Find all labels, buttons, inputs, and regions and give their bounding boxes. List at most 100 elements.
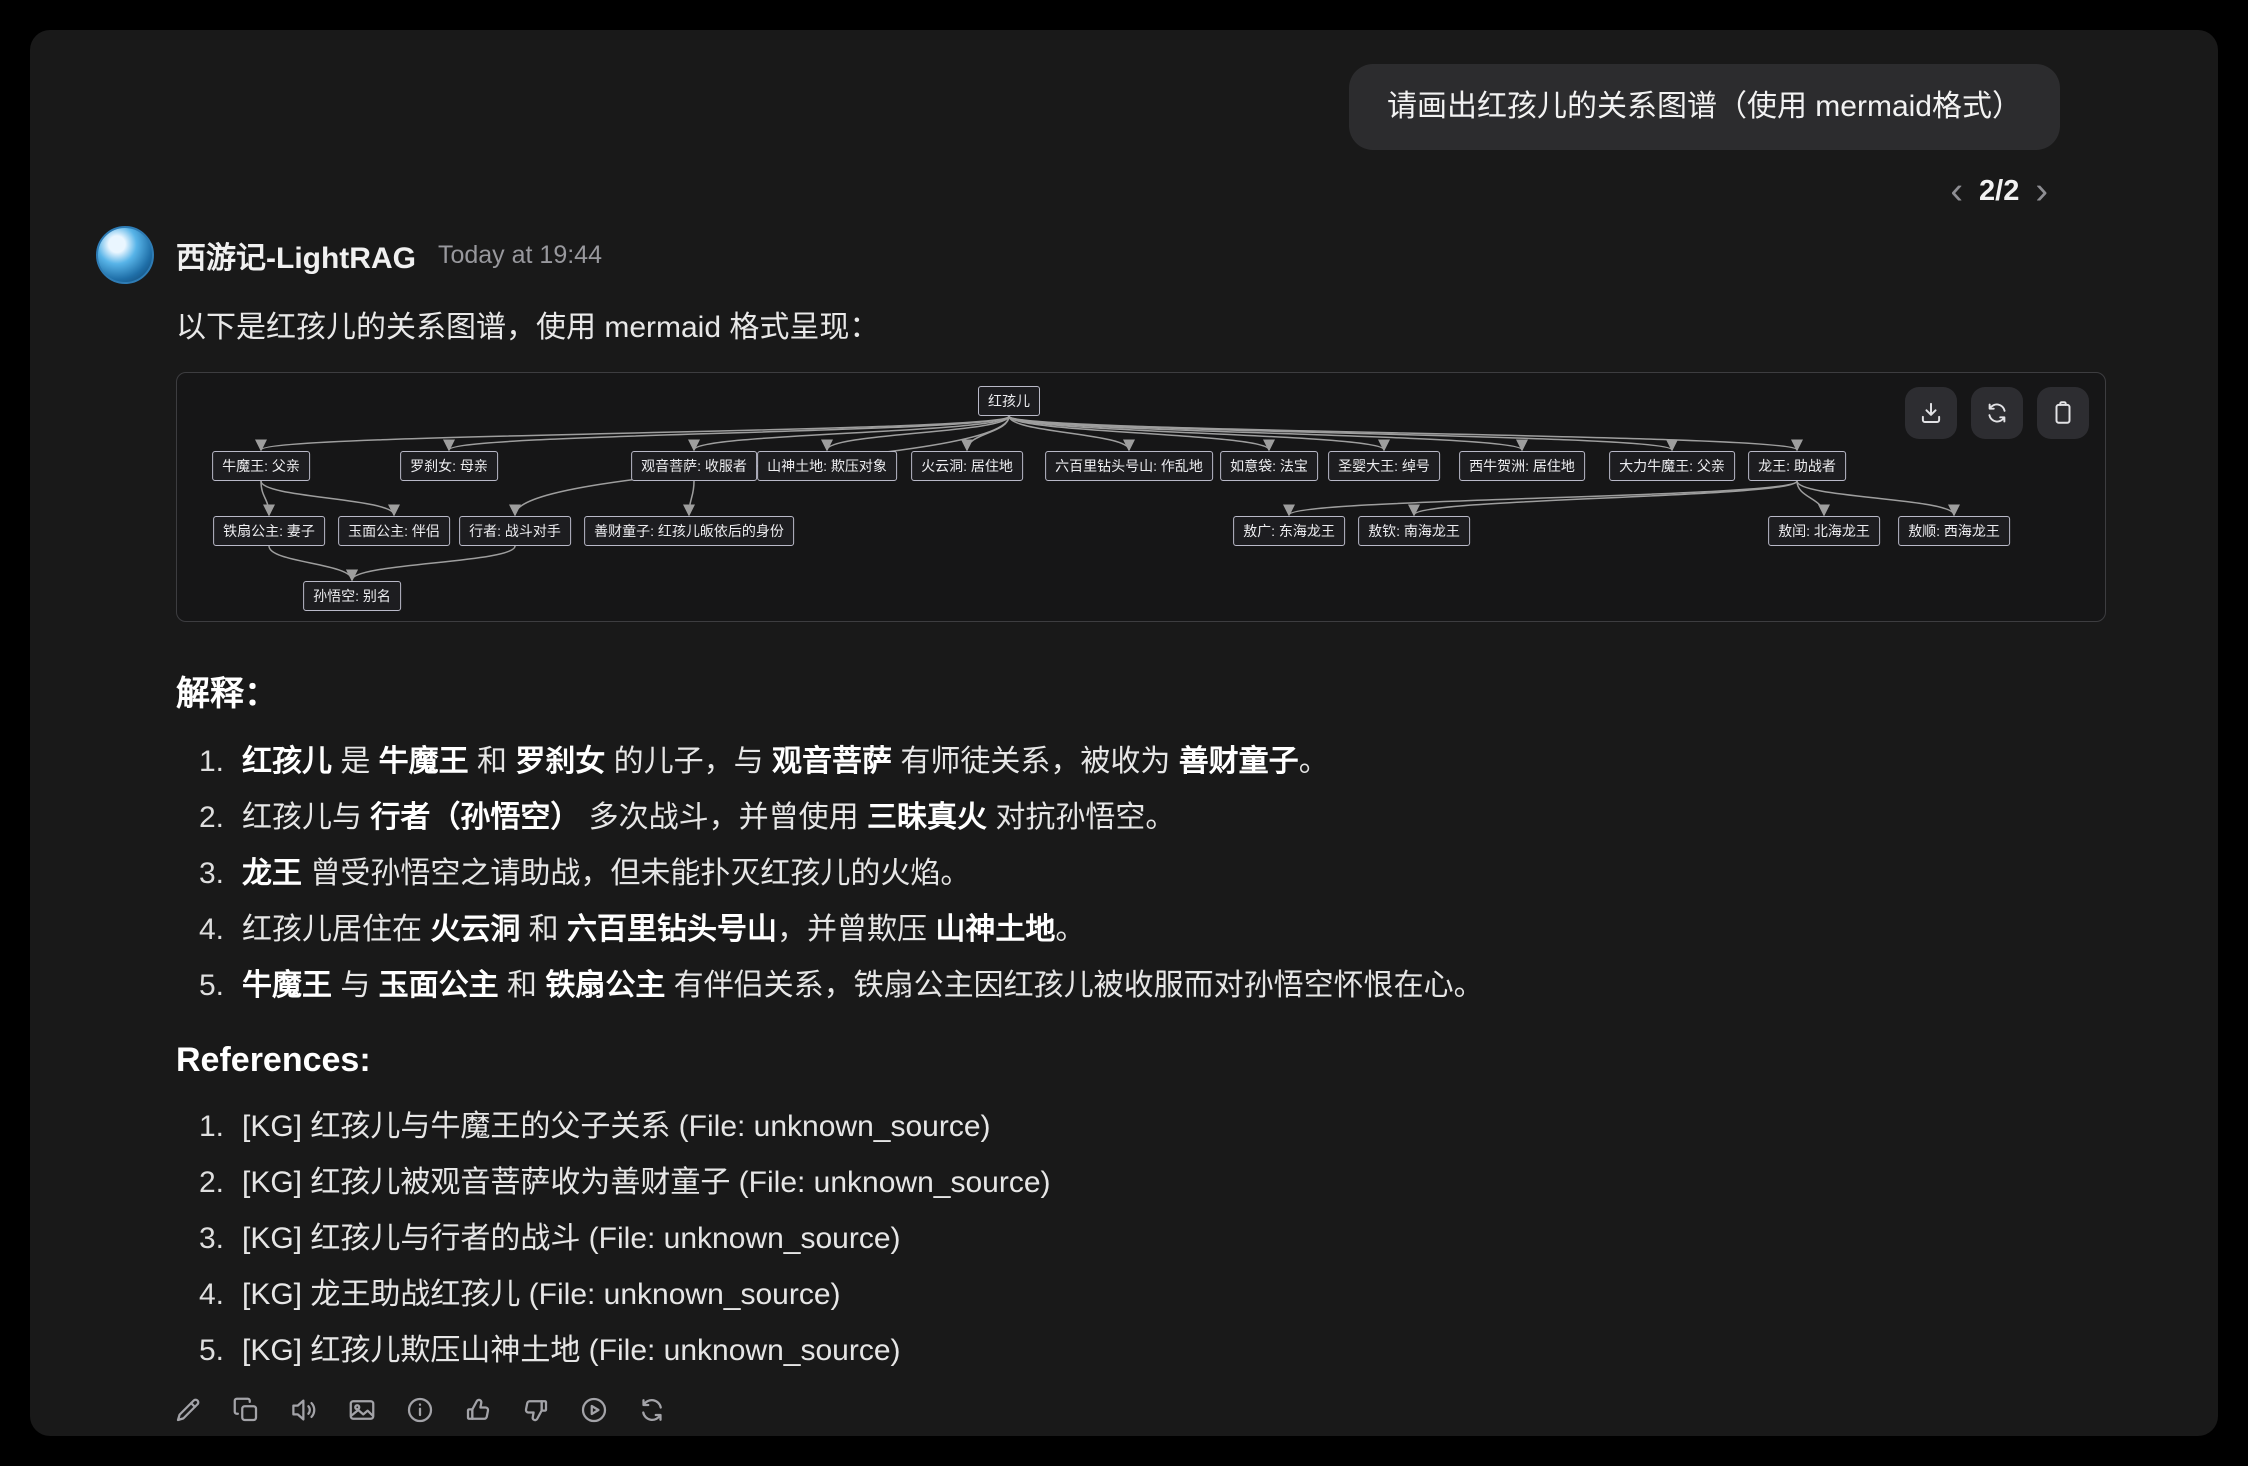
diagram-node: 罗刹女: 母亲 xyxy=(400,451,498,481)
diagram-edges xyxy=(255,415,1960,582)
user-message: 请画出红孩儿的关系图谱（使用 mermaid格式） xyxy=(1348,64,2060,150)
diagram-node: 玉面公主: 伴侣 xyxy=(338,516,450,546)
play-circle-button[interactable] xyxy=(570,1386,618,1434)
mermaid-diagram: 红孩儿牛魔王: 父亲罗刹女: 母亲观音菩萨: 收服者山神土地: 欺压对象火云洞:… xyxy=(176,372,2106,622)
diagram-canvas: 红孩儿牛魔王: 父亲罗刹女: 母亲观音菩萨: 收服者山神土地: 欺压对象火云洞:… xyxy=(177,373,2105,621)
pagination: ‹ 2/2 › xyxy=(176,172,2052,210)
diagram-node: 行者: 战斗对手 xyxy=(459,516,571,546)
download-button[interactable] xyxy=(1905,387,1957,439)
diagram-edge xyxy=(443,415,1010,452)
list-number: 3. xyxy=(198,857,224,890)
edit-button[interactable] xyxy=(164,1386,212,1434)
diagram-node: 敖闰: 北海龙王 xyxy=(1768,516,1880,546)
diagram-toolbar xyxy=(1905,387,2089,439)
diagram-edge xyxy=(1008,415,1135,452)
refresh-icon xyxy=(1984,400,2010,426)
references-item: 2. [KG] 红孩儿被观音菩萨收为善财童子 (File: unknown_sou… xyxy=(176,1162,2106,1204)
copy-icon xyxy=(231,1395,261,1425)
explanation-item: 2. 红孩儿与 行者（孙悟空） 多次战斗，并曾使用 三昧真火 对抗孙悟空。 xyxy=(176,797,2106,839)
speaker-button[interactable] xyxy=(280,1386,328,1434)
list-number: 1. xyxy=(198,1110,224,1143)
thumbs-up-icon xyxy=(463,1395,493,1425)
copy-button[interactable] xyxy=(222,1386,270,1434)
diagram-edge xyxy=(255,415,1010,452)
diagram-edge xyxy=(683,480,696,517)
references-item: 3. [KG] 红孩儿与行者的战斗 (File: unknown_source) xyxy=(176,1218,2106,1260)
assistant-name: 西游记-LightRAG xyxy=(176,242,416,275)
assistant-intro-text: 以下是红孩儿的关系图谱，使用 mermaid 格式呈现： xyxy=(176,311,880,344)
explanation-item: 1. 红孩儿 是 牛魔王 和 罗刹女 的儿子，与 观音菩萨 有师徒关系，被收为 善… xyxy=(176,741,2106,783)
list-text: 红孩儿与 行者（孙悟空） 多次战斗，并曾使用 三昧真火 对抗孙悟空。 xyxy=(242,801,1176,834)
diagram-node: 如意袋: 法宝 xyxy=(1220,451,1318,481)
list-text: 红孩儿 是 牛魔王 和 罗刹女 的儿子，与 观音菩萨 有师徒关系，被收为 善财童… xyxy=(242,745,1329,778)
list-number: 1. xyxy=(198,745,224,778)
diagram-node: 西牛贺洲: 居住地 xyxy=(1459,451,1585,481)
clipboard-icon xyxy=(2050,400,2076,426)
diagram-node: 牛魔王: 父亲 xyxy=(212,451,310,481)
list-number: 5. xyxy=(198,1334,224,1367)
diagram-edge xyxy=(1008,415,1275,452)
page-indicator: 2/2 xyxy=(1979,174,2020,207)
list-text: 龙王 曾受孙悟空之请助战，但未能扑灭红孩儿的火焰。 xyxy=(242,857,971,890)
list-number: 4. xyxy=(198,1278,224,1311)
diagram-node: 红孩儿 xyxy=(978,386,1040,416)
assistant-avatar xyxy=(96,226,154,284)
regenerate-button[interactable] xyxy=(628,1386,676,1434)
list-text: [KG] 红孩儿与牛魔王的父子关系 (File: unknown_source) xyxy=(242,1110,991,1143)
diagram-node: 善财童子: 红孩儿皈依后的身份 xyxy=(584,516,794,546)
speaker-icon xyxy=(289,1395,319,1425)
references-item: 1. [KG] 红孩儿与牛魔王的父子关系 (File: unknown_sourc… xyxy=(176,1106,2106,1148)
references-list: 1. [KG] 红孩儿与牛魔王的父子关系 (File: unknown_sourc… xyxy=(176,1106,2106,1372)
list-number: 4. xyxy=(198,913,224,946)
chat-window: 请画出红孩儿的关系图谱（使用 mermaid格式） ‹ 2/2 › 西游记-Li… xyxy=(30,30,2218,1436)
list-text: 牛魔王 与 玉面公主 和 铁扇公主 有伴侣关系，铁扇公主因红孩儿被收服而对孙悟空… xyxy=(242,969,1484,1002)
diagram-node: 敖钦: 南海龙王 xyxy=(1358,516,1470,546)
explanation-heading: 解释： xyxy=(176,675,278,713)
diagram-edge xyxy=(821,415,1010,452)
list-text: 红孩儿居住在 火云洞 和 六百里钻头号山，并曾欺压 山神土地。 xyxy=(242,913,1086,946)
list-number: 2. xyxy=(198,801,224,834)
diagram-edge xyxy=(1008,415,1528,452)
clipboard-button[interactable] xyxy=(2037,387,2089,439)
download-icon xyxy=(1918,400,1944,426)
diagram-node: 火云洞: 居住地 xyxy=(911,451,1023,481)
explanation-item: 3. 龙王 曾受孙悟空之请助战，但未能扑灭红孩儿的火焰。 xyxy=(176,853,2106,895)
image-icon xyxy=(347,1395,377,1425)
list-number: 2. xyxy=(198,1166,224,1199)
message-timestamp: Today at 19:44 xyxy=(437,240,602,269)
diagram-edge xyxy=(346,545,516,582)
references-item: 5. [KG] 红孩儿欺压山神土地 (File: unknown_source) xyxy=(176,1330,2106,1372)
play-circle-icon xyxy=(579,1395,609,1425)
thumbs-down-icon xyxy=(521,1395,551,1425)
list-text: [KG] 红孩儿与行者的战斗 (File: unknown_source) xyxy=(242,1222,901,1255)
explanation-item: 4. 红孩儿居住在 火云洞 和 六百里钻头号山，并曾欺压 山神土地。 xyxy=(176,909,2106,951)
list-number: 3. xyxy=(198,1222,224,1255)
thumbs-up-button[interactable] xyxy=(454,1386,502,1434)
assistant-message-header: 西游记-LightRAG Today at 19:44 xyxy=(96,226,2106,284)
references-item: 4. [KG] 龙王助战红孩儿 (File: unknown_source) xyxy=(176,1274,2106,1316)
diagram-node: 山神土地: 欺压对象 xyxy=(757,451,897,481)
diagram-node: 大力牛魔王: 父亲 xyxy=(1609,451,1735,481)
info-button[interactable] xyxy=(396,1386,444,1434)
diagram-edge xyxy=(1796,480,1830,517)
diagram-edge xyxy=(1008,415,1803,452)
refresh-button[interactable] xyxy=(1971,387,2023,439)
next-page-button[interactable]: › xyxy=(2031,172,2052,210)
diagram-edge xyxy=(1408,480,1798,517)
edit-icon xyxy=(173,1395,203,1425)
prev-page-button[interactable]: ‹ xyxy=(1946,172,1967,210)
thumbs-down-button[interactable] xyxy=(512,1386,560,1434)
diagram-node: 敖顺: 西海龙王 xyxy=(1898,516,2010,546)
explanation-item: 5. 牛魔王 与 玉面公主 和 铁扇公主 有伴侣关系，铁扇公主因红孩儿被收服而对孙… xyxy=(176,965,2106,1007)
diagram-node: 铁扇公主: 妻子 xyxy=(213,516,325,546)
explanation-list: 1. 红孩儿 是 牛魔王 和 罗刹女 的儿子，与 观音菩萨 有师徒关系，被收为 善… xyxy=(176,741,2106,1007)
list-text: [KG] 红孩儿欺压山神土地 (File: unknown_source) xyxy=(242,1334,901,1367)
list-number: 5. xyxy=(198,969,224,1002)
user-message-row: 请画出红孩儿的关系图谱（使用 mermaid格式） xyxy=(176,64,2060,150)
list-text: [KG] 龙王助战红孩儿 (File: unknown_source) xyxy=(242,1278,841,1311)
diagram-node: 圣婴大王: 绰号 xyxy=(1328,451,1440,481)
diagram-edge xyxy=(260,480,275,517)
image-button[interactable] xyxy=(338,1386,386,1434)
list-text: [KG] 红孩儿被观音菩萨收为善财童子 (File: unknown_sourc… xyxy=(242,1166,1051,1199)
regenerate-icon xyxy=(637,1395,667,1425)
